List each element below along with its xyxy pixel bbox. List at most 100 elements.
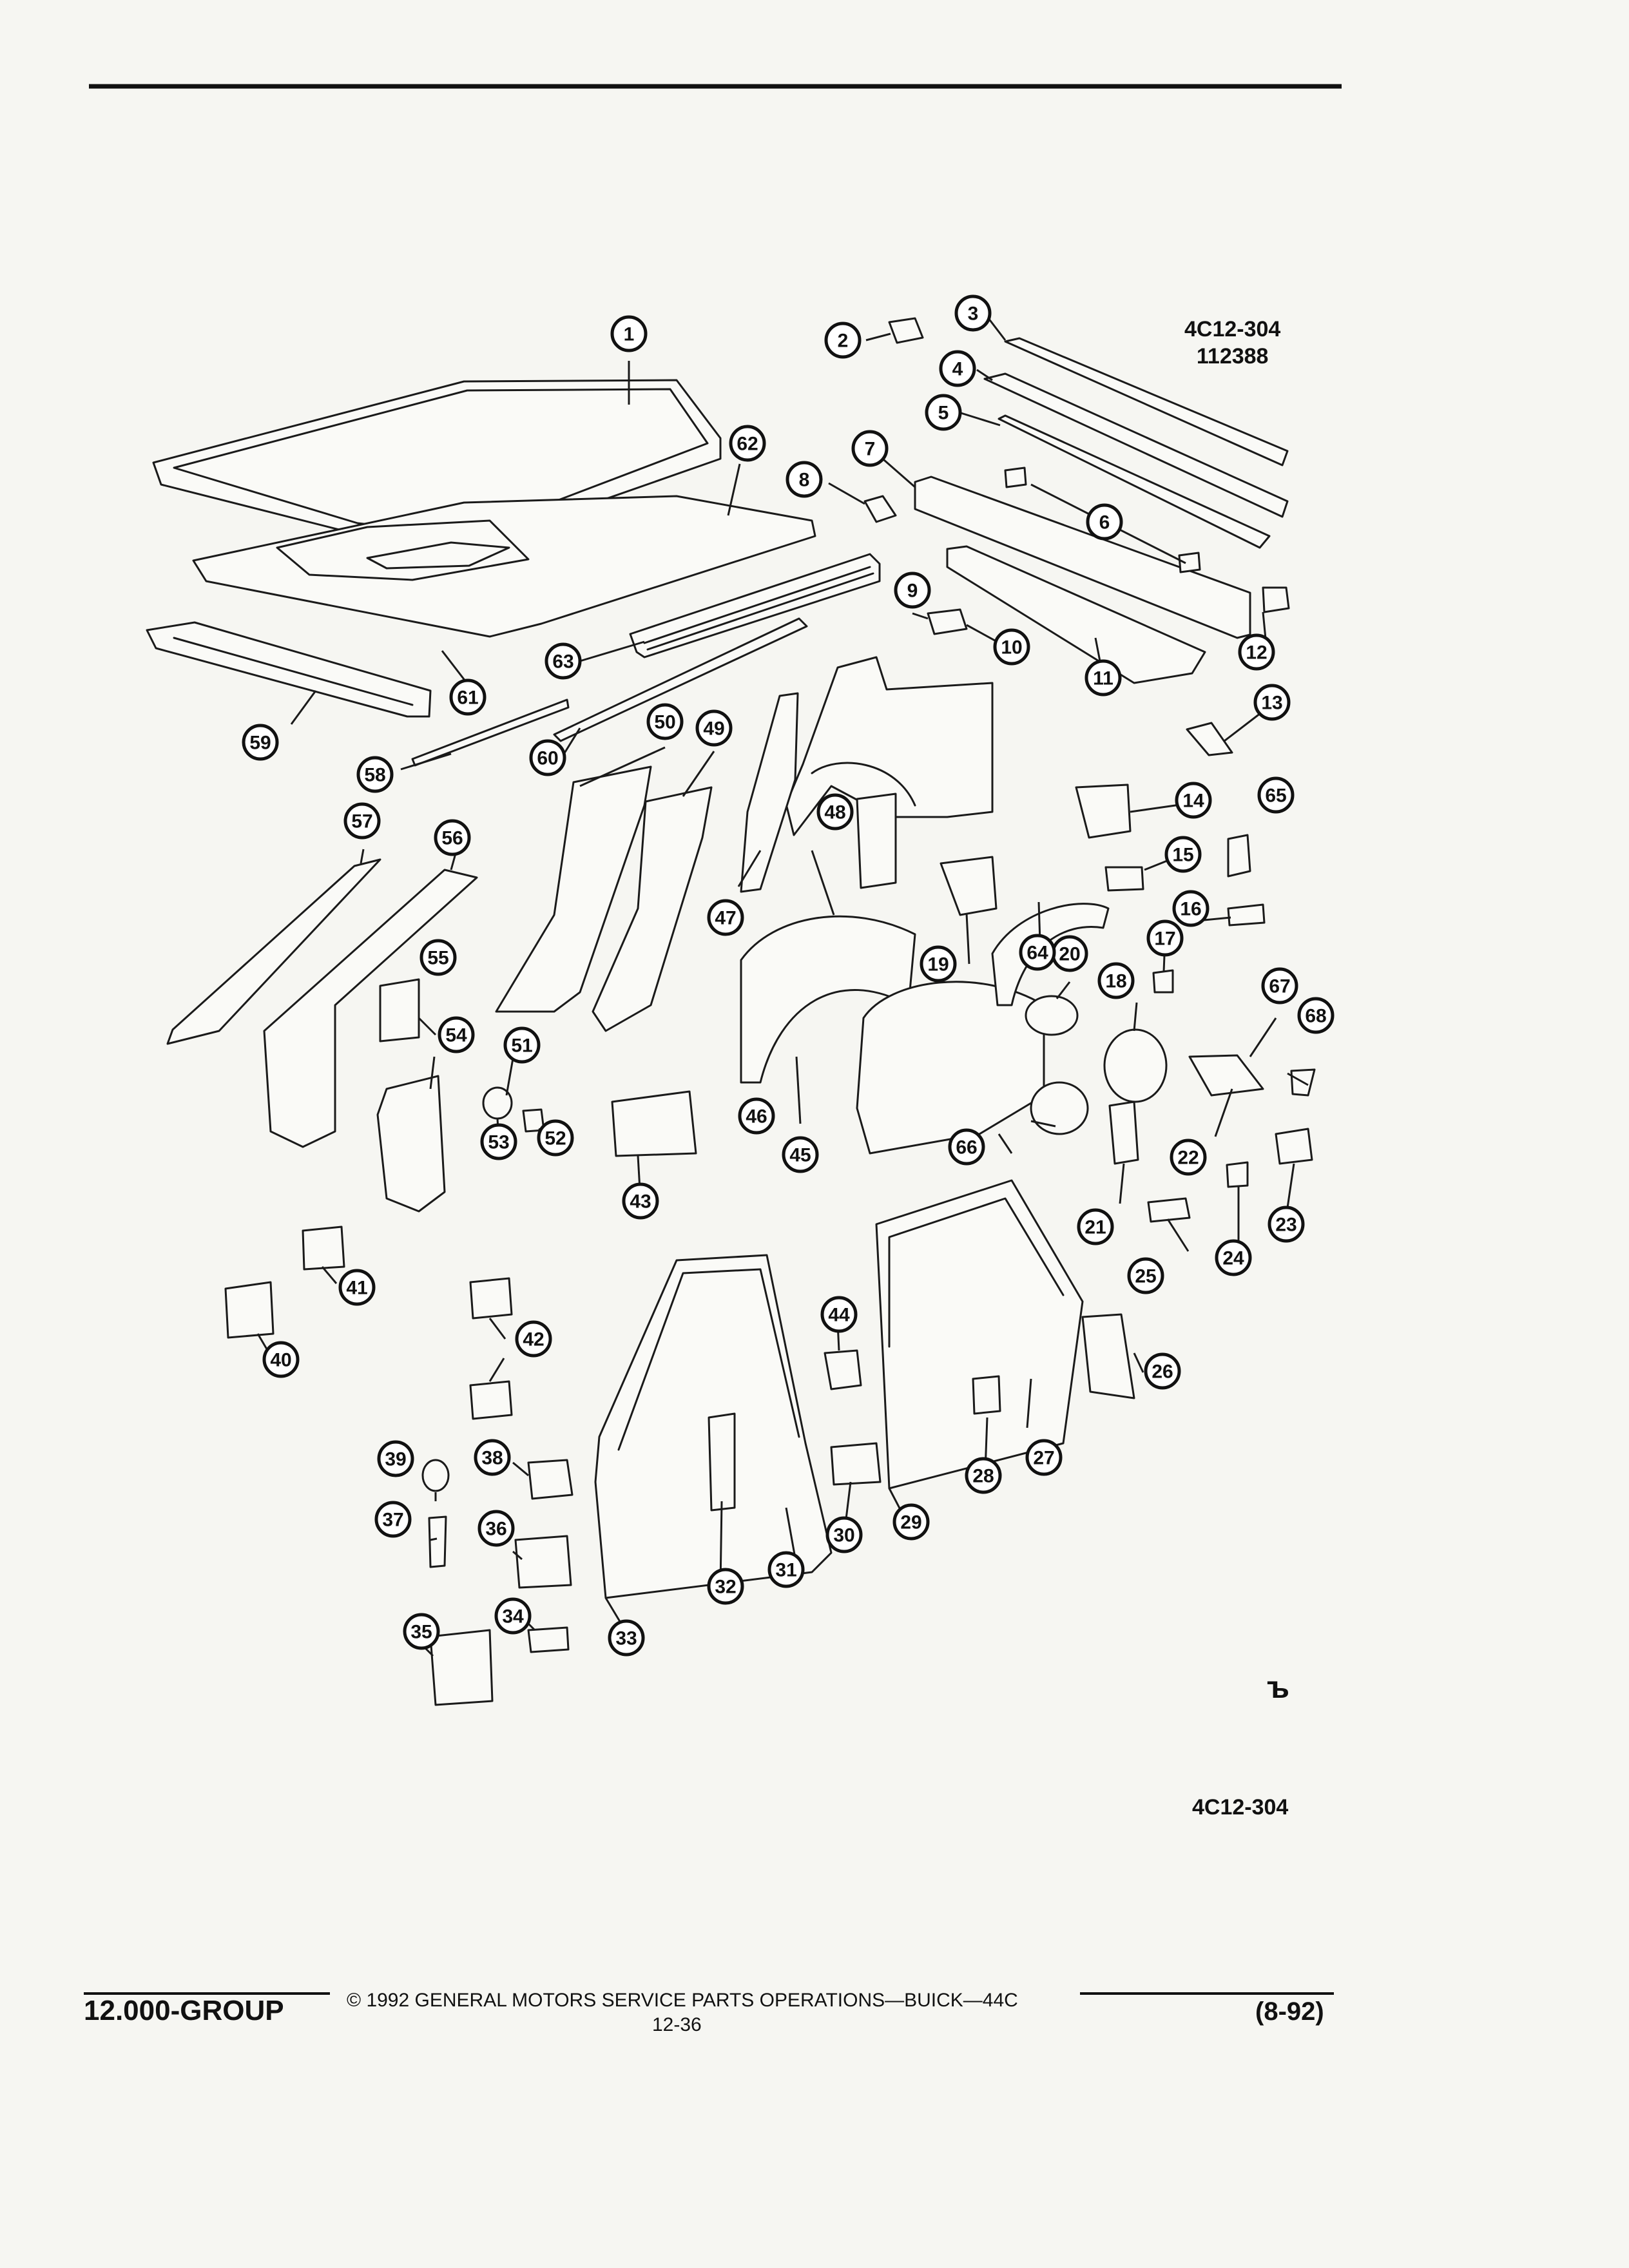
callout-56: 56 xyxy=(434,819,471,856)
callout-65: 65 xyxy=(1257,776,1295,814)
callout-14: 14 xyxy=(1175,782,1212,819)
callout-number: 16 xyxy=(1180,899,1201,920)
callout-number: 36 xyxy=(485,1519,506,1540)
callout-number: 66 xyxy=(956,1137,977,1158)
callout-circle xyxy=(477,1510,515,1547)
hinge-pillar-parts xyxy=(376,978,446,1213)
floor-bracket xyxy=(611,1090,697,1157)
callout-number: 7 xyxy=(865,439,876,460)
callout-number: 68 xyxy=(1305,1006,1326,1027)
callout-circle xyxy=(920,945,957,983)
callout-number: 20 xyxy=(1059,944,1080,965)
callout-circle xyxy=(820,1296,858,1333)
callout-30: 30 xyxy=(825,1516,863,1553)
callout-19: 19 xyxy=(920,945,957,983)
callout-number: 6 xyxy=(1099,512,1110,533)
callout-circle xyxy=(622,1182,659,1220)
callout-circle xyxy=(1297,997,1335,1034)
callout-number: 15 xyxy=(1172,845,1193,866)
callout-circle xyxy=(939,350,976,387)
callout-circle xyxy=(374,1501,412,1538)
callout-circle xyxy=(403,1613,440,1650)
callout-26: 26 xyxy=(1144,1352,1181,1390)
callout-41: 41 xyxy=(338,1269,376,1306)
callout-5: 5 xyxy=(925,394,962,431)
callout-52: 52 xyxy=(537,1119,574,1157)
callout-circle xyxy=(1215,1239,1252,1276)
roof-side-rails xyxy=(914,337,1289,684)
callout-number: 23 xyxy=(1275,1215,1296,1236)
callout-28: 28 xyxy=(965,1457,1002,1494)
callout-circle xyxy=(707,899,744,936)
callout-number: 47 xyxy=(715,908,736,929)
callout-circle xyxy=(738,1097,775,1135)
callout-number: 19 xyxy=(927,954,949,975)
callout-18: 18 xyxy=(1097,962,1135,999)
callout-number: 42 xyxy=(523,1329,544,1350)
footer-page-number: 12-36 xyxy=(652,2014,702,2035)
headliner xyxy=(192,495,816,638)
callout-circle xyxy=(1261,967,1298,1004)
callout-number: 2 xyxy=(838,331,849,352)
callout-number: 48 xyxy=(824,802,845,823)
corner-mark: ъ xyxy=(1267,1671,1289,1705)
callout-34: 34 xyxy=(494,1597,532,1635)
callout-number: 38 xyxy=(481,1448,503,1469)
callout-50: 50 xyxy=(646,703,684,740)
callout-9: 9 xyxy=(894,572,931,609)
callout-40: 40 xyxy=(262,1341,300,1378)
callout-number: 51 xyxy=(511,1035,532,1057)
mid-small-parts xyxy=(940,856,1168,1135)
callout-61: 61 xyxy=(449,678,487,716)
callout-number: 30 xyxy=(833,1525,854,1546)
callout-circle xyxy=(1268,1206,1305,1243)
callout-8: 8 xyxy=(786,461,823,498)
callout-circle xyxy=(610,315,648,352)
callout-number: 56 xyxy=(441,828,463,849)
callout-12: 12 xyxy=(1238,633,1275,671)
callout-36: 36 xyxy=(477,1510,515,1547)
callout-number: 59 xyxy=(249,733,271,754)
callout-circle xyxy=(1172,890,1210,927)
rear-door xyxy=(875,1179,1084,1490)
callout-number: 10 xyxy=(1001,637,1022,658)
callout-number: 28 xyxy=(972,1466,994,1487)
callout-63: 63 xyxy=(545,642,582,680)
callout-number: 17 xyxy=(1154,928,1175,950)
rear-roof-bow xyxy=(146,621,432,718)
callout-number: 11 xyxy=(1093,668,1113,689)
callout-circle xyxy=(786,461,823,498)
windshield-pillars xyxy=(166,858,478,1148)
callout-circle xyxy=(707,1568,744,1605)
callout-circle xyxy=(1077,1208,1114,1245)
callout-circle xyxy=(824,322,862,359)
callout-circle xyxy=(434,819,471,856)
callout-circle xyxy=(894,572,931,609)
callout-number: 65 xyxy=(1265,785,1286,807)
callout-number: 44 xyxy=(828,1305,850,1326)
callout-circle xyxy=(1146,919,1184,957)
callout-number: 53 xyxy=(488,1132,509,1153)
wheelhouse-bracket xyxy=(856,793,897,889)
callout-circle xyxy=(338,1269,376,1306)
footer-group-label: 12.000-GROUP xyxy=(84,1995,284,2026)
callout-number: 61 xyxy=(457,687,478,709)
callout-number: 60 xyxy=(537,748,558,769)
callout-number: 14 xyxy=(1182,791,1204,812)
callout-number: 26 xyxy=(1152,1361,1173,1383)
callout-circle xyxy=(449,678,487,716)
callout-number: 9 xyxy=(907,581,918,602)
callout-circle xyxy=(825,1516,863,1553)
callout-number: 63 xyxy=(552,651,574,673)
callout-circle xyxy=(537,1119,574,1157)
figure-code: 4C12-304 xyxy=(1184,317,1281,341)
callout-number: 32 xyxy=(715,1577,736,1598)
callout-circle xyxy=(954,294,992,332)
callout-circle xyxy=(925,394,962,431)
callout-circle xyxy=(1170,1139,1207,1176)
callout-7: 7 xyxy=(851,430,889,467)
callout-number: 39 xyxy=(385,1449,406,1470)
callout-31: 31 xyxy=(767,1551,805,1588)
callout-number: 58 xyxy=(364,765,385,786)
